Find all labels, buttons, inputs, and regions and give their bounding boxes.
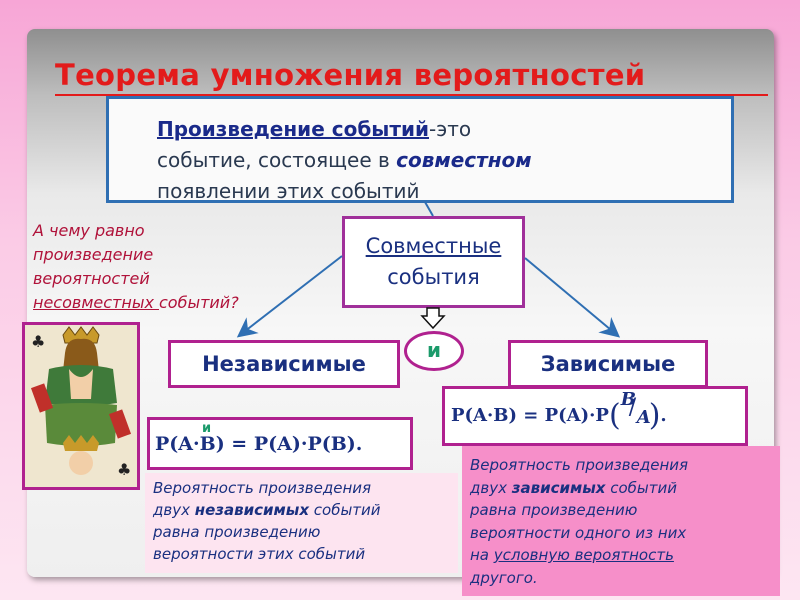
dependent-note-line6: другого. — [470, 568, 538, 587]
joint-events-line1: Совместные — [365, 234, 502, 258]
dependent-formula-end: . — [660, 405, 667, 426]
independent-note-line4: вероятности этих событий — [153, 545, 366, 563]
queen-of-clubs-card-icon: ♣ ♣ — [22, 322, 140, 490]
arrow-to-independent — [236, 255, 343, 338]
arrow-down-to-and — [420, 307, 446, 330]
dependent-note: Вероятность произведения двух зависимых … — [462, 446, 780, 596]
definition-emph: совместном — [396, 148, 532, 172]
dependent-formula: P(A·B) = P(A)·P(B/A). — [451, 389, 667, 433]
independent-note-line1: Вероятность произведения — [153, 479, 372, 497]
independent-formula: P(A·B) = P(A)·P(B). — [155, 433, 363, 455]
dependent-formula-box — [442, 386, 748, 446]
dependent-note-line3: равна произведению — [470, 501, 638, 519]
question-text: А чему равно произведение вероятностей н… — [33, 219, 303, 315]
definition-box — [106, 96, 734, 203]
dependent-events-box: Зависимые — [508, 340, 708, 388]
svg-text:♣: ♣ — [31, 332, 45, 351]
question-line3: вероятностей — [33, 269, 150, 288]
independent-formula-marker: и — [202, 421, 212, 436]
dependent-formula-num: B — [620, 389, 636, 410]
dependent-formula-den: A — [636, 407, 651, 428]
joint-events-line2: события — [387, 265, 480, 289]
question-line4-underlined: несовместных — [33, 293, 159, 312]
independent-note-line2-pre: двух — [153, 501, 195, 519]
dependent-note-line2-pre: двух — [470, 478, 512, 497]
svg-text:♣: ♣ — [117, 460, 131, 479]
and-connector: и — [404, 331, 464, 371]
independent-note: Вероятность произведения двух независимы… — [145, 473, 458, 573]
definition-line3: появлении этих событий — [157, 179, 420, 203]
arrow-to-dependent — [524, 257, 621, 338]
arrow-to-definition — [424, 201, 434, 217]
page-title: Теорема умножения вероятностей — [55, 58, 646, 92]
dependent-note-line5-pre: на — [470, 546, 494, 564]
definition-line2: событие, состоящее в — [157, 148, 397, 172]
independent-note-bold: независимых — [194, 501, 310, 519]
dependent-note-line5-underlined: условную вероятность — [493, 546, 674, 564]
independent-note-line2-post: событий — [309, 501, 381, 519]
independent-note-line3: равна произведению — [153, 523, 321, 541]
dependent-note-line1: Вероятность произведения — [470, 456, 689, 474]
dependent-note-line2-post: событий — [605, 478, 678, 497]
question-line4-rest: событий? — [159, 293, 239, 312]
joint-events-box: Совместные события — [342, 216, 525, 308]
question-line1: А чему равно — [33, 221, 145, 240]
dependent-note-bold: зависимых — [511, 478, 606, 497]
definition-term: Произведение событий — [157, 117, 429, 141]
dependent-formula-left: P(A·B) = P(A)·P — [451, 405, 609, 426]
title-underline — [55, 94, 768, 96]
independent-events-box: Независимые — [168, 340, 400, 388]
definition-text: Произведение событий-это событие, состоя… — [157, 114, 717, 207]
definition-after-term: -это — [429, 117, 472, 141]
question-line2: произведение — [33, 245, 154, 264]
dependent-note-line4: вероятности одного из них — [470, 523, 687, 542]
independent-formula-box — [147, 417, 413, 470]
